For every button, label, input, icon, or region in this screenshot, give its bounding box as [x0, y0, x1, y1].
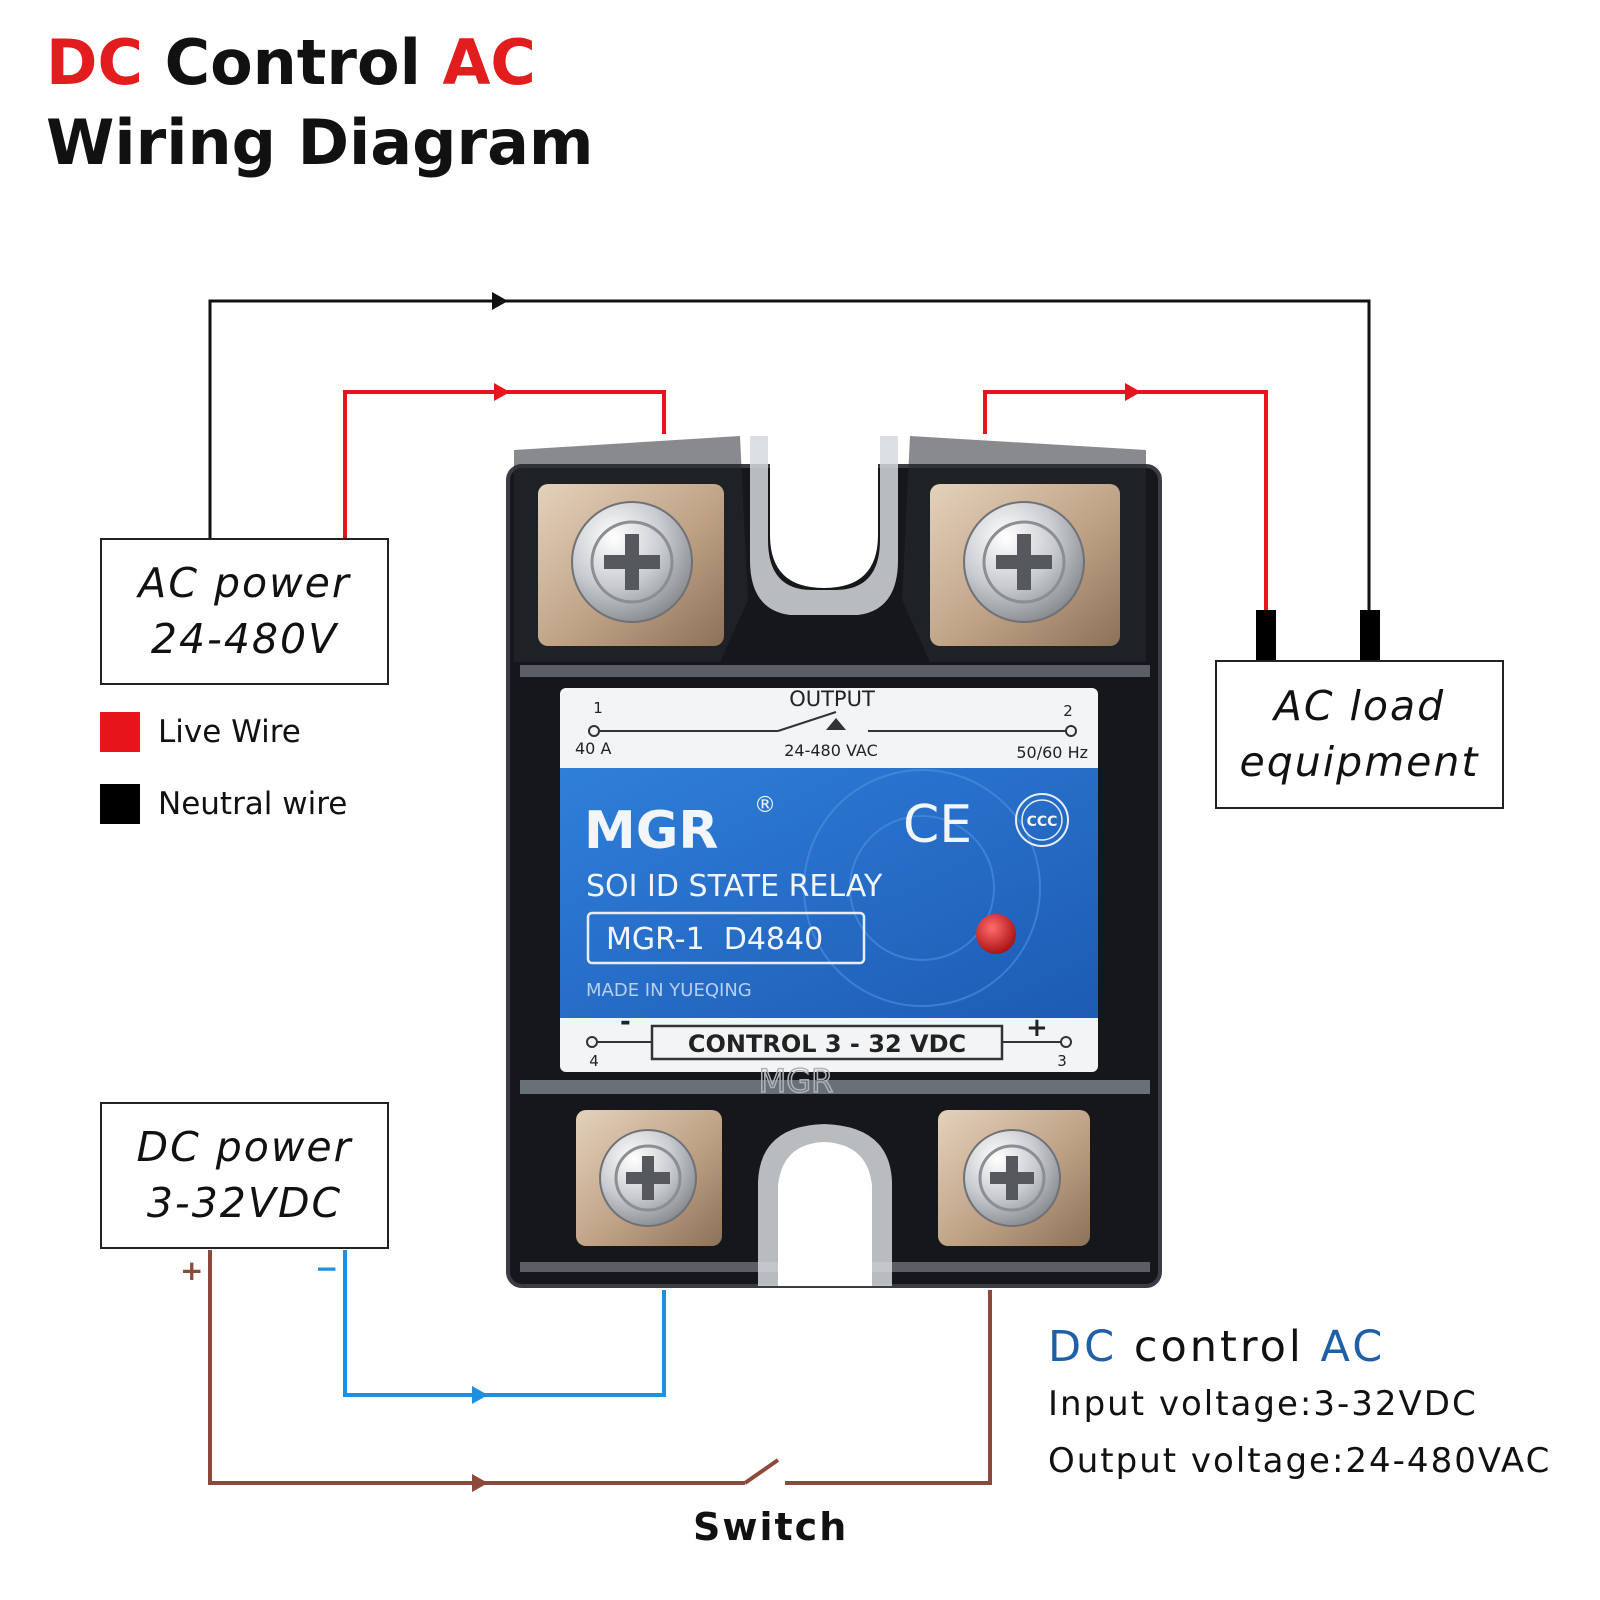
live-arrow-output: [1125, 383, 1141, 401]
dc-positive-wire-a: [208, 1250, 745, 1485]
relay-control-minus: -: [620, 1007, 631, 1037]
info-heading: DC control AC: [1048, 1322, 1385, 1372]
dc-negative-sign: −: [315, 1252, 339, 1285]
relay-ccc-mark: CCC: [1027, 814, 1058, 830]
screw-terminal-2: [963, 501, 1085, 623]
legend-live-wire: Live Wire: [158, 714, 301, 750]
info-heading-dc: DC: [1048, 1322, 1118, 1372]
status-led-icon: [976, 914, 1016, 954]
switch-lever: [743, 1458, 780, 1485]
neutral-wire: [208, 299, 1371, 612]
title-line-2: Wiring Diagram: [46, 106, 594, 179]
relay-label-blue-area: [560, 768, 1098, 1018]
neutral-wire-swatch: [100, 784, 140, 824]
dc-power-box: DC power 3-32VDC: [100, 1102, 389, 1249]
relay-made-in: MADE IN YUEQING: [586, 980, 752, 1001]
relay-current: 40 A: [575, 739, 611, 758]
ac-power-box: AC power 24-480V: [100, 538, 389, 685]
info-output-voltage: Output voltage:24-480VAC: [1048, 1441, 1552, 1481]
info-heading-ac: AC: [1320, 1322, 1386, 1372]
ac-load-line-1: AC load: [1273, 682, 1446, 731]
relay-model: MGR-1 D4840: [606, 922, 823, 957]
legend-neutral-wire: Neutral wire: [158, 786, 348, 822]
screw-terminal-1: [571, 501, 693, 623]
neutral-arrow: [492, 292, 508, 310]
dc-positive-sign: +: [180, 1254, 204, 1287]
live-wire-swatch: [100, 712, 140, 752]
relay-brand: MGR: [584, 801, 718, 861]
info-input-voltage: Input voltage:3-32VDC: [1048, 1384, 1478, 1424]
relay-output-label: OUTPUT: [789, 687, 875, 711]
dc-negative-wire: [343, 1250, 666, 1397]
relay-voltage: 24-480 VAC: [784, 741, 878, 760]
solid-state-relay: OUTPUT 1 2 40 A 24-480 VAC 50/60 Hz MGR …: [506, 436, 1162, 1288]
ac-power-line-1: AC power: [138, 559, 351, 608]
dc-power-line-2: 3-32VDC: [146, 1178, 343, 1227]
title-line-1: DC Control AC: [46, 32, 536, 94]
relay-bottom-brand: MGR: [759, 1062, 834, 1100]
ac-power-line-2: 24-480V: [150, 614, 339, 663]
relay-frequency: 50/60 Hz: [1016, 743, 1088, 762]
title-dc: DC: [46, 26, 143, 99]
screw-terminal-3: [963, 1129, 1061, 1227]
dc-negative-arrow: [472, 1386, 488, 1404]
switch-label: Switch: [693, 1505, 849, 1549]
relay-control-plus: +: [1026, 1013, 1048, 1043]
relay-terminal-1: 1: [593, 699, 603, 717]
relay-registered-mark: ®: [754, 793, 776, 818]
ac-load-box: AC load equipment: [1215, 660, 1504, 809]
title-ac: AC: [442, 26, 536, 99]
load-plug-live: [1256, 610, 1276, 660]
dc-power-line-1: DC power: [136, 1123, 353, 1172]
relay-ce-mark: CE: [903, 795, 972, 855]
load-plug-neutral: [1360, 610, 1380, 660]
screw-terminal-4: [599, 1129, 697, 1227]
dc-positive-wire-b: [785, 1290, 992, 1485]
title-control: Control: [164, 26, 421, 99]
ac-load-line-2: equipment: [1239, 737, 1480, 786]
dc-positive-arrow: [472, 1474, 488, 1492]
relay-terminal-4: 4: [589, 1052, 599, 1070]
live-arrow-input: [494, 383, 510, 401]
info-heading-control: control: [1133, 1322, 1304, 1372]
relay-terminal-3: 3: [1057, 1052, 1067, 1070]
relay-name: SOI ID STATE RELAY: [586, 869, 883, 904]
relay-terminal-2: 2: [1063, 702, 1073, 720]
relay-control-label: CONTROL 3 - 32 VDC: [688, 1030, 966, 1058]
